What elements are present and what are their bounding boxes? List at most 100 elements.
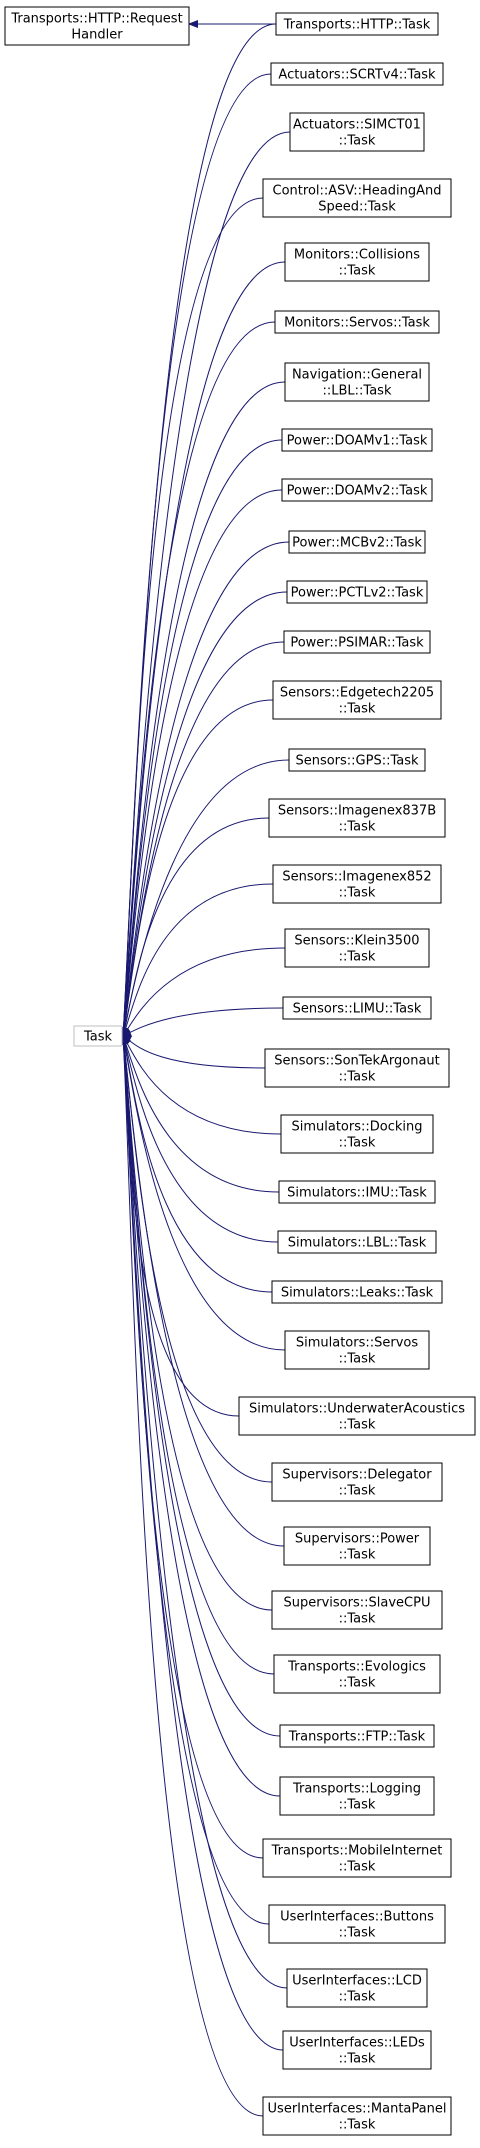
class-node-sensors-imagenex852-task[interactable]: Sensors::Imagenex852::Task [272,864,442,904]
class-node-supervisors-power-task[interactable]: Supervisors::Power::Task [283,1526,431,1566]
node-label-line: ::Task [339,1548,376,1563]
node-label-line: ::Task [339,2052,376,2067]
class-node-task[interactable]: Task [73,1025,123,1047]
edge-userinterfaces-buttons-task-to-task [123,1036,270,1925]
node-label-line: Control::ASV::HeadingAnd [273,184,442,199]
node-label-line: UserInterfaces::MantaPanel [268,2102,447,2117]
node-label-line: Supervisors::SlaveCPU [284,1596,431,1611]
class-node-actuators-scrtv4-task[interactable]: Actuators::SCRTv4::Task [270,62,444,86]
node-box [262,1838,452,1878]
edge-transports-logging-task-to-task [123,1036,281,1797]
edge-simulators-imu-task-to-task [123,1036,280,1193]
class-node-monitors-collisions-task[interactable]: Monitors::Collisions::Task [284,242,430,282]
node-label-line: ::Task [339,702,376,717]
node-box [283,1526,431,1566]
node-box [288,530,426,554]
class-node-navigation-general-lbl-task[interactable]: Navigation::General::LBL::Task [284,362,430,402]
edge-power-doamv1-task-to-task [123,439,283,1036]
node-label-line: Simulators::Servos [296,1336,419,1351]
node-box [277,1230,437,1254]
class-node-power-pctlv2-task[interactable]: Power::PCTLv2::Task [286,580,428,604]
node-box [281,478,433,502]
class-node-sensors-gps-task[interactable]: Sensors::GPS::Task [288,748,426,772]
edge-monitors-collisions-task-to-task [123,261,286,1036]
node-label-line: ::LBL::Task [323,384,392,399]
edge-power-doamv2-task-to-task [123,489,283,1036]
nodes: TaskTransports::HTTP::RequestHandlerTran… [4,6,476,2136]
node-label-line: ::Task [339,264,376,279]
class-node-sensors-limu-task[interactable]: Sensors::LIMU::Task [282,996,432,1020]
class-node-sensors-sontekargonaut-task[interactable]: Sensors::SonTekArgonaut::Task [264,1048,450,1088]
edge-sensors-imagenex837b-task-to-task [123,817,270,1036]
class-node-transports-mobileinternet-task[interactable]: Transports::MobileInternet::Task [262,1838,452,1878]
edges [123,23,291,2117]
edge-transports-mobileinternet-task-to-task [123,1036,264,1859]
class-node-supervisors-slavecpu-task[interactable]: Supervisors::SlaveCPU::Task [271,1590,443,1630]
node-box [289,112,425,152]
class-node-userinterfaces-lcd-task[interactable]: UserInterfaces::LCD::Task [286,1968,428,2008]
edge-sensors-klein3500-task-to-task [123,947,286,1036]
edge-userinterfaces-lcd-task-to-task [123,1036,288,1989]
node-label-line: ::Task [339,1676,376,1691]
node-label-line: UserInterfaces::LCD [292,1974,422,1989]
edge-simulators-servos-task-to-task [123,1036,286,1351]
class-node-sensors-imagenex837b-task[interactable]: Sensors::Imagenex837B::Task [268,798,446,838]
node-label-line: ::Task [339,1860,376,1875]
node-box [262,178,452,218]
node-box [268,1904,446,1944]
class-node-transports-logging-task[interactable]: Transports::Logging::Task [279,1776,435,1816]
edge-transports-http-task-to-task [123,23,277,1036]
node-label-line: Monitors::Servos::Task [284,316,430,331]
edge-simulators-lbl-task-to-task [123,1036,279,1243]
node-label-line: Task [83,1030,113,1045]
node-box [283,630,431,654]
node-box [286,580,428,604]
edge-sensors-limu-task-to-task [123,1007,284,1036]
class-node-userinterfaces-mantapanel-task[interactable]: UserInterfaces::MantaPanel::Task [262,2096,452,2136]
node-label-line: Simulators::IMU::Task [287,1186,427,1201]
edge-userinterfaces-leds-task-to-task [123,1036,284,2051]
class-node-simulators-lbl-task[interactable]: Simulators::LBL::Task [277,1230,437,1254]
class-node-simulators-underwateracoustics-task[interactable]: Simulators::UnderwaterAcoustics::Task [238,1396,476,1436]
class-node-userinterfaces-leds-task[interactable]: UserInterfaces::LEDs::Task [282,2030,432,2070]
class-node-transports-evologics-task[interactable]: Transports::Evologics::Task [273,1654,441,1694]
class-node-userinterfaces-buttons-task[interactable]: UserInterfaces::Buttons::Task [268,1904,446,1944]
node-label-line: Transports::HTTP::Task [283,18,431,33]
node-label-line: Sensors::LIMU::Task [293,1002,422,1017]
class-node-power-doamv1-task[interactable]: Power::DOAMv1::Task [281,428,433,452]
node-label-line: Monitors::Collisions [294,248,420,263]
edge-sensors-gps-task-to-task [123,759,290,1036]
node-box [73,1025,123,1047]
node-box [4,6,190,46]
node-label-line: ::Task [339,1484,376,1499]
class-node-supervisors-delegator-task[interactable]: Supervisors::Delegator::Task [271,1462,443,1502]
class-node-simulators-imu-task[interactable]: Simulators::IMU::Task [278,1180,436,1204]
node-box [272,680,442,720]
node-label-line: Power::DOAMv1::Task [287,434,428,449]
node-box [275,12,439,36]
edge-monitors-servos-task-to-task [123,321,276,1036]
class-node-actuators-simct01-task[interactable]: Actuators::SIMCT01::Task [289,112,425,152]
class-node-power-mcbv2-task[interactable]: Power::MCBv2::Task [288,530,426,554]
class-node-simulators-leaks-task[interactable]: Simulators::Leaks::Task [271,1280,443,1304]
class-node-simulators-docking-task[interactable]: Simulators::Docking::Task [280,1114,434,1154]
node-label-line: Transports::Evologics [287,1660,426,1675]
edge-userinterfaces-mantapanel-task-to-task [123,1036,264,2117]
class-node-power-psimar-task[interactable]: Power::PSIMAR::Task [283,630,431,654]
class-node-sensors-edgetech2205-task[interactable]: Sensors::Edgetech2205::Task [272,680,442,720]
node-label-line: Transports::Logging [292,1782,421,1797]
edge-simulators-leaks-task-to-task [123,1036,273,1293]
node-label-line: Sensors::Imagenex837B [278,804,436,819]
node-label-line: ::Task [339,1926,376,1941]
node-label-line: Transports::HTTP::Request [10,12,182,27]
class-node-sensors-klein3500-task[interactable]: Sensors::Klein3500::Task [284,928,430,968]
class-node-simulators-servos-task[interactable]: Simulators::Servos::Task [284,1330,430,1370]
node-label-line: Supervisors::Power [295,1532,420,1547]
class-node-transports-http-task[interactable]: Transports::HTTP::Task [275,12,439,36]
class-node-power-doamv2-task[interactable]: Power::DOAMv2::Task [281,478,433,502]
class-node-transports-ftp-task[interactable]: Transports::FTP::Task [279,1724,435,1748]
class-node-monitors-servos-task[interactable]: Monitors::Servos::Task [274,310,440,334]
